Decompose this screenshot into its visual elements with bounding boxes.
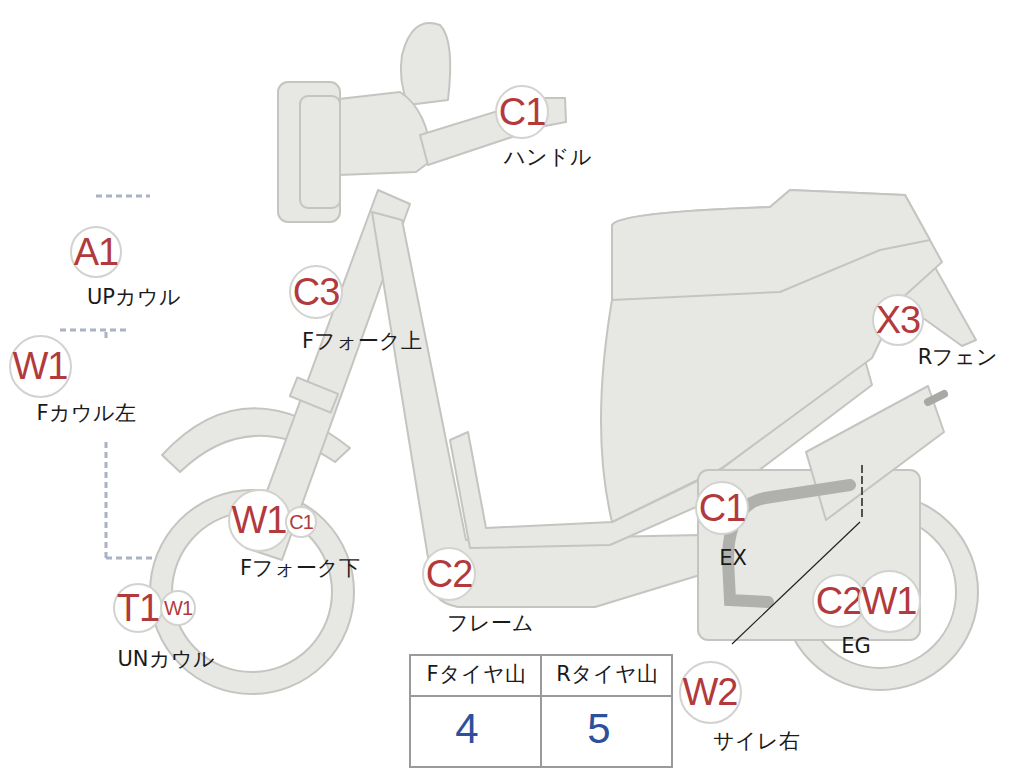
damage-code: C2 [816,582,863,620]
damage-code: W1 [164,598,192,618]
engine-case [698,470,920,640]
headlight-lens [300,96,340,208]
tread-value: 5 [587,706,610,752]
damage-code-circle: W1 [9,335,72,398]
part-name: フレーム [447,612,534,635]
damage-code-circle: C2 [422,547,477,602]
damage-code: C1 [699,489,746,527]
damage-code-circle: W1 [160,590,196,626]
damage-code-circle: W2 [679,661,742,724]
part-name: UPカウル [87,286,181,309]
table-header: Fタイヤ山 [426,663,525,686]
damage-code-circle: C1 [285,506,317,538]
part-name: EG [841,635,871,658]
damage-code: C1 [289,512,313,532]
part-name: ハンドル [504,146,592,169]
damage-code: A1 [74,233,118,271]
damage-code-circle: X3 [872,294,924,346]
cowl-boundary [105,332,108,340]
part-name: サイレ右 [713,730,800,753]
table-rule [540,655,542,767]
damage-code: C2 [426,555,473,593]
damage-code: W1 [232,501,287,539]
part-name: Fカウル左 [36,402,135,425]
damage-code-circle: A1 [70,226,122,278]
windshield [401,23,450,105]
damage-code-circle: W1 [228,489,291,552]
damage-code: C3 [293,273,340,311]
table-header: Rタイヤ山 [556,663,658,686]
damage-code-circle: C1 [495,85,550,140]
handle-body [330,92,432,175]
cowl-boundary [60,329,128,332]
tread-table [410,655,672,767]
silencer [806,386,944,520]
damage-code: T1 [117,589,159,627]
cowl-boundary [96,195,150,198]
damage-code: C1 [499,93,546,131]
headlight [278,82,340,222]
muffler-tip [928,394,944,402]
part-name: Rフェン [918,346,999,369]
part-name: UNカウル [117,648,214,671]
damage-code-circle: T1 [113,583,163,633]
cowl-boundary [105,442,108,558]
seat [612,190,930,300]
part-name: Fフォーク下 [240,557,360,580]
damage-code-circle: C3 [289,265,344,320]
leader-line [861,465,863,520]
cowl-boundary [106,557,152,560]
damage-code: X3 [876,301,920,339]
damage-code: W2 [683,673,738,711]
part-name: Fフォーク上 [302,330,422,353]
damage-code-circle: W1 [858,570,921,633]
part-name: EX [719,547,747,570]
damage-code: W1 [13,347,68,385]
fork-clamp [290,377,338,412]
damage-code-circle: C1 [695,481,750,536]
damage-code: W1 [862,582,917,620]
tread-value: 4 [455,706,478,752]
